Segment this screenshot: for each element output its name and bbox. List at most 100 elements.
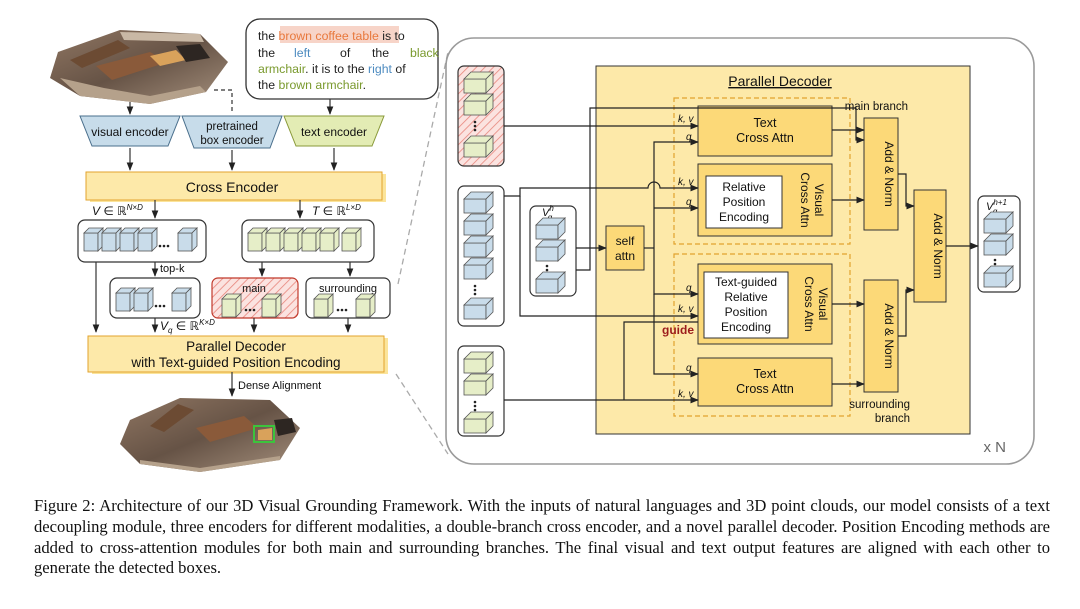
figure-caption: Figure 2: Architecture of our 3D Visual …	[34, 496, 1050, 578]
main-text-cross-attn-line1: Text	[754, 116, 777, 130]
main-text-features-label: main	[242, 283, 266, 295]
text-token-cube	[283, 227, 304, 252]
main-token-cube	[221, 293, 242, 318]
text-guided-pe-line1: Text-guided	[715, 275, 777, 289]
ellipsis-dots	[244, 308, 256, 312]
surrounding-text-cross-attn-line2: Cross Attn	[736, 382, 794, 396]
surrounding-add-norm-block	[863, 279, 899, 393]
query-input-cube	[535, 217, 566, 240]
cross-encoder-label: Cross Encoder	[186, 179, 279, 195]
cross-encoder-block	[85, 171, 383, 201]
surrounding-text-input-tokens	[463, 351, 494, 434]
surrounding-branch-region	[673, 253, 851, 417]
relative-pe-line1: Relative	[722, 180, 766, 194]
surrounding-add-norm-label: Add & Norm	[882, 303, 896, 368]
main-input-cube	[463, 135, 494, 158]
parallel-decoder-label-line2: with Text-guided Position Encoding	[130, 355, 340, 370]
main-text-input-tokens	[463, 71, 494, 158]
input-point-cloud	[50, 30, 228, 104]
query-text-line-1: the brown coffee table is to	[258, 29, 405, 43]
query-input-cube	[535, 271, 566, 294]
query-input-cube	[535, 239, 566, 262]
q-label-surrounding-text: q	[686, 363, 692, 374]
top-k-label: top-k	[160, 263, 185, 275]
relative-pe-block	[705, 175, 783, 229]
main-input-cube	[463, 71, 494, 94]
text-feature-tokens	[247, 227, 362, 252]
final-add-norm-label: Add & Norm	[931, 213, 945, 278]
v-feature-label: V ∈ ℝN×D	[92, 203, 143, 218]
vq-feature-label: Vq ∈ ℝK×D	[160, 318, 215, 335]
query-output-cube	[983, 233, 1014, 256]
parallel-decoder-block	[87, 335, 385, 373]
kv-label-surrounding-text: k, v	[678, 389, 695, 400]
surrounding-visual-cross-attn-label: VisualCross Attn	[802, 276, 830, 331]
surrounding-text-cross-attn-block	[697, 357, 833, 407]
query-input-tokens	[535, 217, 566, 294]
guide-label: guide	[662, 323, 694, 337]
visual-input-cube	[463, 213, 494, 236]
query-output-cube	[983, 265, 1014, 288]
main-input-cube	[463, 93, 494, 116]
ellipsis-dots	[473, 400, 477, 412]
query-text-line-4: the brown armchair.	[258, 78, 366, 92]
text-token-cube	[301, 227, 322, 252]
main-text-cross-attn-block	[697, 105, 833, 157]
top-k-feature-tokens	[115, 287, 192, 312]
visual-input-cube	[463, 257, 494, 280]
visual-input-cube	[463, 235, 494, 258]
topk-token-cube	[115, 287, 136, 312]
query-output-cube	[983, 211, 1014, 234]
relative-pe-line2: Position	[723, 195, 766, 209]
visual-encoder-label: visual encoder	[91, 125, 168, 139]
text-token-cube	[265, 227, 286, 252]
visual-encoder-block	[79, 115, 181, 147]
text-guided-pe-line3: Position	[725, 305, 768, 319]
query-text-line-3: armchair. it is to the right of	[258, 62, 406, 76]
ellipsis-dots	[473, 284, 477, 296]
repeat-n-label: x N	[984, 439, 1007, 456]
query-highlight	[280, 26, 399, 43]
kv-label-main-visual: k, v	[678, 177, 695, 188]
topk-token-cube	[133, 287, 154, 312]
visual-token-cube	[101, 227, 122, 252]
text-encoder-block	[283, 115, 385, 147]
query-output-tokens	[983, 211, 1014, 288]
surrounding-input-cube	[463, 351, 494, 374]
text-guided-pe-line2: Relative	[724, 290, 768, 304]
surrounding-token-cube	[313, 293, 334, 318]
parallel-decoder-label-line1: Parallel Decoder	[186, 339, 286, 354]
relative-pe-line3: Encoding	[719, 210, 769, 224]
surrounding-branch-label-line2: branch	[875, 413, 910, 425]
main-visual-cross-attn-label: VisualCross Attn	[798, 172, 826, 227]
visual-input-cube	[463, 297, 494, 320]
main-token-cube	[261, 293, 282, 318]
text-token-cube	[247, 227, 268, 252]
self-attn-block	[605, 225, 645, 271]
q-label-surrounding-visual: q	[686, 283, 692, 294]
box-encoder-block	[181, 115, 283, 149]
surrounding-text-features-label: surrounding	[319, 283, 377, 295]
topk-token-cube	[171, 287, 192, 312]
final-add-norm-block	[913, 189, 947, 303]
ellipsis-dots	[154, 304, 166, 308]
ellipsis-dots	[336, 308, 348, 312]
ellipsis-dots	[473, 120, 477, 132]
text-guided-pe-block	[703, 271, 789, 339]
text-encoder-label: text encoder	[301, 125, 367, 139]
dense-alignment-label: Dense Alignment	[238, 380, 321, 392]
main-branch-region	[673, 97, 851, 245]
connection-lines	[504, 107, 979, 404]
self-attn-label-line2: attn	[615, 249, 635, 263]
main-text-feature-tokens	[221, 293, 282, 318]
text-token-cube	[319, 227, 340, 252]
q-label-main-text: q	[686, 132, 692, 143]
surrounding-text-feature-tokens	[313, 293, 376, 318]
main-add-norm-label: Add & Norm	[882, 141, 896, 206]
kv-label-main-text: k, v	[678, 114, 695, 125]
q-label-main-visual: q	[686, 197, 692, 208]
visual-token-cube	[177, 227, 198, 252]
